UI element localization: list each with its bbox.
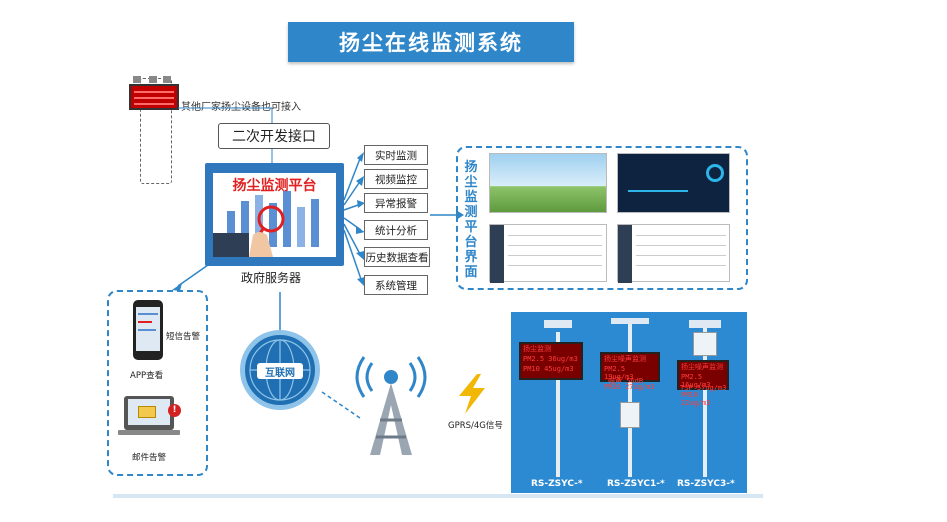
station-sensor-3 [689,320,721,328]
station-model-3: RS-ZSYC3-* [677,479,735,489]
signal-tower-icon [355,356,427,455]
station-led-3: 扬尘噪声监测 PM2.5 16ug/m3 PM10 22ug/m3 [677,360,729,407]
function-system-management: 系统管理 [364,275,428,295]
station-led-line-3a: PM2.5 16ug/m3 [681,373,711,389]
station-pole-2 [628,322,632,477]
station-pole-3 [703,322,707,477]
station-sensor-2 [611,318,649,324]
station-led-line-3c-wrap: TSP 57ug/m3 [678,383,730,393]
ui-thumbnail-dashboard [617,153,730,213]
monitoring-platform-screen: 扬尘监测平台 [205,163,344,266]
station-led-line-3b: PM10 22ug/m3 [681,391,711,407]
station-led-2: 扬尘噪声监测 PM2.5 19ug/m3 PM10 27ug/m3 [600,352,660,391]
internet-label: 互联网 [257,363,303,379]
station-led-title-1: 扬尘监测 [523,345,551,353]
station-sensor-1 [544,320,572,328]
function-statistics: 统计分析 [364,220,428,240]
phone-icon [133,300,163,360]
station-led-line-2c-wrap: 噪声 56dB [606,376,666,386]
station-led-line-2a: PM2.5 19ug/m3 [604,365,634,381]
alert-channels-panel [107,290,208,476]
internet-globe-icon: 互联网 [240,330,320,410]
ui-thumbnail-table-2 [617,224,730,283]
laptop-base [118,430,180,435]
ui-thumbnail-table-1 [489,224,607,283]
monitoring-stations-panel: 扬尘监测 PM2.5 36ug/m3 PM10 45ug/m3 RS-ZSYC-… [511,312,747,493]
lightning-icon [459,374,485,414]
secondary-api-box: 二次开发接口 [218,123,330,149]
gov-server-label: 政府服务器 [241,271,302,285]
sms-alert-label: 短信告警 [166,332,201,342]
email-alert-label: 邮件告警 [132,453,167,463]
station-led-1: 扬尘监测 PM2.5 36ug/m3 PM10 45ug/m3 [519,342,583,380]
bottom-divider [113,494,763,498]
station-model-2: RS-ZSYC1-* [607,479,665,489]
station-led-line-2b: PM10 27ug/m3 [604,383,655,391]
external-device-display [129,84,179,110]
platform-chart: 扬尘监测平台 [213,173,336,257]
external-device-sensors [133,76,173,84]
station-led-line-1b: PM10 45ug/m3 [523,365,574,373]
station-led-line-3c: TSP 57ug/m3 [680,384,727,392]
station-model-1: RS-ZSYC-* [531,479,583,489]
station-led-title-3: 扬尘噪声监测 [681,363,723,371]
app-view-label: APP查看 [130,371,164,381]
warning-icon: ! [168,404,181,417]
platform-title: 扬尘监测平台 [232,178,317,194]
station-led-line-2c: 噪声 56dB [608,377,644,385]
station-pole-1 [556,332,560,477]
platform-ui-title: 扬尘监测平台界面 [464,160,478,280]
page-title: 扬尘在线监测系统 [288,22,574,62]
function-history: 历史数据查看 [364,247,430,267]
gprs-signal-label: GPRS/4G信号 [448,421,503,431]
station-box-2 [620,402,640,428]
station-led-line-1a: PM2.5 36ug/m3 [523,355,578,363]
laptop-icon [124,396,174,430]
function-video-surveillance: 视频监控 [364,169,428,189]
function-alarm: 异常报警 [364,193,428,213]
station-box-3 [693,332,717,356]
ui-thumbnail-login [489,153,607,213]
station-led-title-2: 扬尘噪声监测 [604,355,646,363]
function-realtime-monitoring: 实时监测 [364,145,428,165]
platform-ui-panel [456,146,748,290]
